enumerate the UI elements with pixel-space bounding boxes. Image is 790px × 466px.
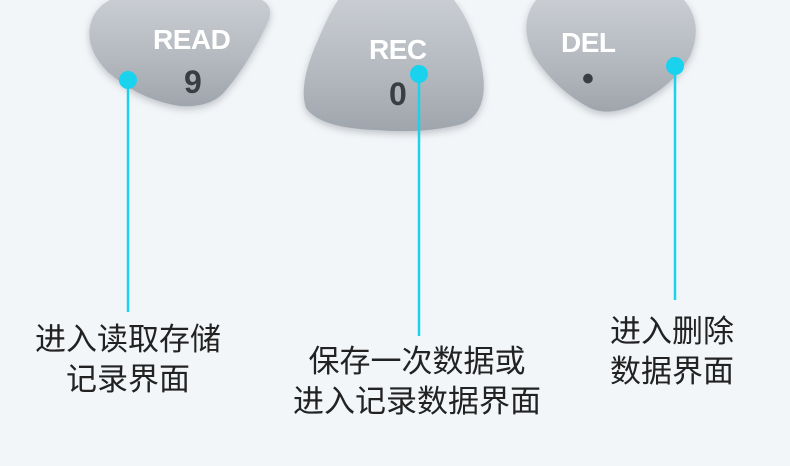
del-key-dot: • (582, 60, 594, 98)
rec-description: 保存一次数据或 进入记录数据界面 (264, 342, 570, 422)
del-callout-dot (666, 57, 684, 75)
rec-key[interactable] (303, 0, 484, 132)
del-description: 进入删除 数据界面 (592, 312, 752, 392)
read-description-line-2: 记录界面 (66, 362, 190, 398)
read-description-line-1: 进入读取存储 (35, 322, 221, 358)
del-description-line-1: 进入删除 (610, 314, 734, 350)
read-key-label: READ (153, 24, 231, 55)
rec-description-line-1: 保存一次数据或 (308, 344, 526, 380)
rec-description-line-2: 进入记录数据界面 (293, 384, 541, 420)
read-description: 进入读取存储 记录界面 (14, 320, 242, 400)
read-callout-dot (119, 71, 137, 89)
rec-key-label: REC (369, 34, 427, 65)
read-key-value: 9 (184, 64, 202, 100)
del-key-label: DEL (561, 27, 616, 58)
del-description-line-2: 数据界面 (610, 354, 734, 390)
rec-key-value: 0 (389, 76, 407, 112)
rec-callout-dot (410, 65, 428, 83)
del-key[interactable] (526, 0, 696, 112)
